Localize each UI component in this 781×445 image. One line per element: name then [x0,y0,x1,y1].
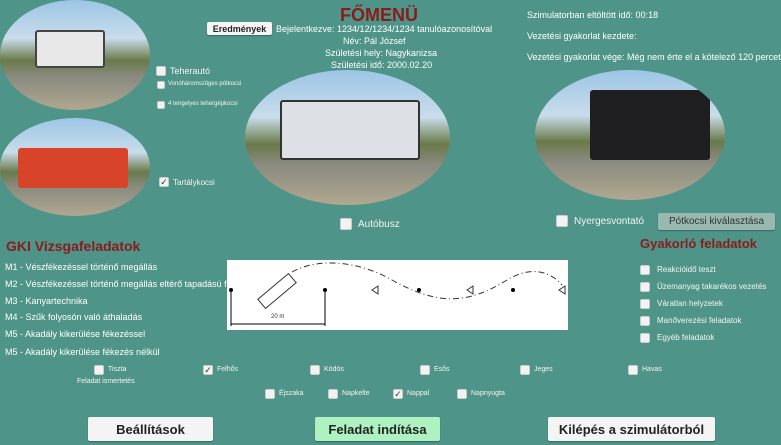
weather-label: Esős [434,366,450,373]
weather-checkbox-jeges[interactable] [520,365,530,375]
exam-item[interactable]: M4 - Szűk folyosón való áthaladás [5,312,143,322]
weather-checkbox-felhos[interactable]: ✓ [203,365,213,375]
weather-checkbox-kodos[interactable] [310,365,320,375]
settings-button[interactable]: Beállítások [88,417,213,441]
four-axle-label: 4 tengelyes tehergépkocsi [168,101,238,107]
track-diagram-icon [229,262,566,326]
daytime-checkbox-nappal[interactable]: ✓ [393,389,403,399]
weather-checkbox-havas[interactable] [628,365,638,375]
name-text: Név: Pál József [343,36,406,46]
semi-label: Nyergesvontató [574,216,645,227]
exam-item[interactable]: M2 - Vészfékezéssel történő megállás elt… [5,279,227,289]
practice-end-text: Vezetési gyakorlat vége: Még nem érte el… [527,52,781,62]
truck-photo[interactable] [0,0,150,110]
exit-button[interactable]: Kilépés a szimulátorból [548,417,715,441]
daytime-label: Éjszaka [279,390,304,397]
exam-item[interactable]: M5 - Akadály kikerülése fékezéssel [5,329,146,339]
weather-checkbox-tiszta[interactable] [94,365,104,375]
practice-heading: Gyakorló feladatok [640,236,758,251]
practice-label: Manőverezési feladatok [657,316,742,325]
practice-start-text: Vezetési gyakorlat kezdete: [527,31,637,41]
exam-item[interactable]: M5 - Akadály kikerülése fékezés nélkül [5,347,160,357]
start-task-button[interactable]: Feladat indítása [315,417,440,441]
weather-label: Tiszta [108,366,127,373]
practice-checkbox[interactable] [640,333,650,343]
trailer-select-button[interactable]: Pótkocsi kiválasztása [658,213,775,230]
logged-in-text: Bejelentkezve: 1234/12/1234/1234 tanulóa… [276,24,493,34]
bus-photo[interactable] [245,70,450,205]
daytime-label: Nappal [407,390,430,397]
truck-label: Teherautó [170,66,211,76]
exam-diagram: 20 m [227,260,568,330]
exam-item[interactable]: M1 - Vészfékezéssel történő megállás [5,262,158,272]
birth-date-text: Születési idő: 2000.02.20 [331,60,433,70]
weather-label: Havas [642,366,662,373]
practice-label: Reakcióidő teszt [657,265,716,274]
tanker-label: Tartálykocsi [173,178,215,187]
weather-checkbox-esos[interactable] [420,365,430,375]
four-axle-checkbox[interactable] [157,101,165,109]
practice-checkbox[interactable] [640,282,650,292]
trailer-triangle-label: Vonóháromszöges pótkocsi [168,81,242,87]
sim-time-text: Szimulatorban eltöltött idő: 00:18 [527,10,659,20]
practice-checkbox[interactable] [640,299,650,309]
practice-label: Váratlan helyzetek [657,299,723,308]
exam-item[interactable]: M3 - Kanyartechnika [5,296,88,306]
truck-checkbox[interactable] [156,66,166,76]
practice-label: Üzemanyag takarékos vezetés [657,282,767,291]
practice-checkbox[interactable] [640,316,650,326]
bus-label: Autóbusz [358,219,400,230]
semi-checkbox[interactable] [556,215,568,227]
practice-label: Egyéb feladatok [657,333,715,342]
daytime-checkbox-napkelte[interactable] [328,389,338,399]
bus-checkbox[interactable] [340,218,352,230]
weather-label: Jeges [534,366,553,373]
daytime-label: Napkelte [342,390,370,397]
tanker-checkbox[interactable]: ✓ [159,177,169,187]
semi-truck-photo[interactable] [535,70,725,200]
trailer-triangle-checkbox[interactable] [157,81,165,89]
birth-place-text: Születési hely: Nagykanizsa [325,48,438,58]
weather-label: Ködös [324,366,344,373]
exam-heading: GKI Vizsgafeladatok [6,238,141,254]
weather-label: Felhős [217,366,239,373]
daytime-checkbox-ejszaka[interactable] [265,389,275,399]
results-button[interactable]: Eredmények [207,22,272,35]
task-description-label: Feladat ismertetés [77,378,135,385]
diagram-distance-label: 20 m [271,314,285,320]
daytime-checkbox-napnyugta[interactable] [457,389,467,399]
practice-checkbox[interactable] [640,265,650,275]
tanker-photo[interactable] [0,118,150,216]
daytime-label: Napnyugta [471,390,505,397]
page-title: FŐMENÜ [340,5,418,25]
